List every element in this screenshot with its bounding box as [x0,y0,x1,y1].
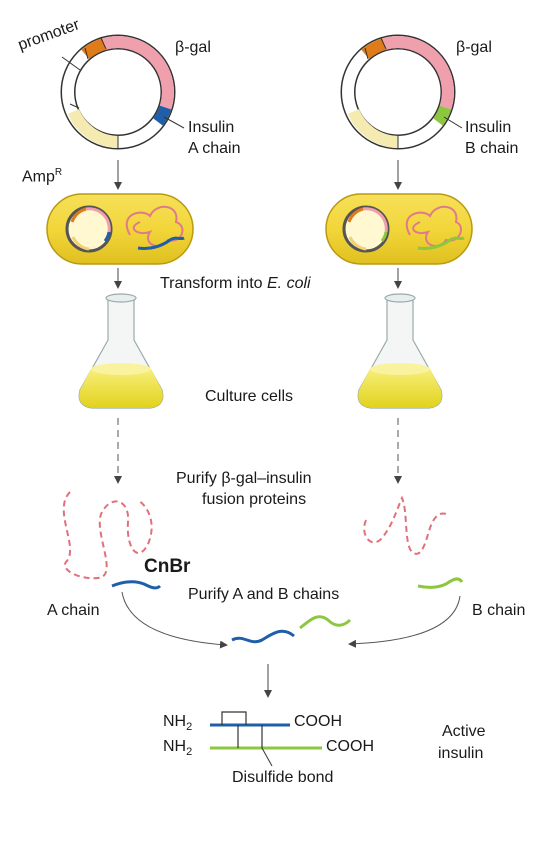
purify-fusion-label-line2: fusion proteins [202,491,307,508]
nh2-top-label: NH2 [163,713,193,734]
culture-flask-right [357,293,443,409]
b-chain-label: B chain [472,602,526,619]
culture-label: Culture cells [205,388,294,405]
active-insulin-structure [210,711,322,767]
fusion-protein-left [62,491,153,580]
culture-flask-left [78,293,164,409]
b-chain-mixed [299,615,352,630]
insulin-a-label-line2: A chain [188,140,241,157]
beta-gal-label-left: β-gal [175,39,211,56]
active-insulin-label-line1: Active [442,723,486,740]
ecoli-cell-left [46,193,194,265]
purify-fusion-label-line1: Purify β-gal–insulin [176,470,312,487]
a-chain-label: A chain [47,602,100,619]
cooh-top-label: COOH [294,713,342,730]
transform-label: Transform into E. coli [160,275,311,292]
arrow-a-to-mix [121,591,228,649]
cooh-bottom-label: COOH [326,738,374,755]
plasmid-left [60,34,185,150]
beta-gal-label-right: β-gal [456,39,492,56]
ecoli-cell-right [325,193,473,265]
active-insulin-label-line2: insulin [438,745,484,762]
plasmid-right [340,34,463,150]
insulin-b-label-line2: B chain [465,140,519,157]
b-chain-free [417,577,464,589]
ampR-label: AmpR [22,167,63,186]
arrow-b-to-mix [348,595,461,648]
insulin-b-label-line1: Insulin [465,119,512,136]
fusion-protein-right [363,495,447,555]
insulin-a-label-line1: Insulin [188,119,235,136]
a-chain-mixed [231,629,295,644]
disulfide-bond-label: Disulfide bond [232,769,334,786]
cnbr-label: CnBr [144,556,191,577]
purify-chains-label: Purify A and B chains [188,586,340,603]
a-chain-free [111,580,162,590]
nh2-bottom-label: NH2 [163,738,193,759]
